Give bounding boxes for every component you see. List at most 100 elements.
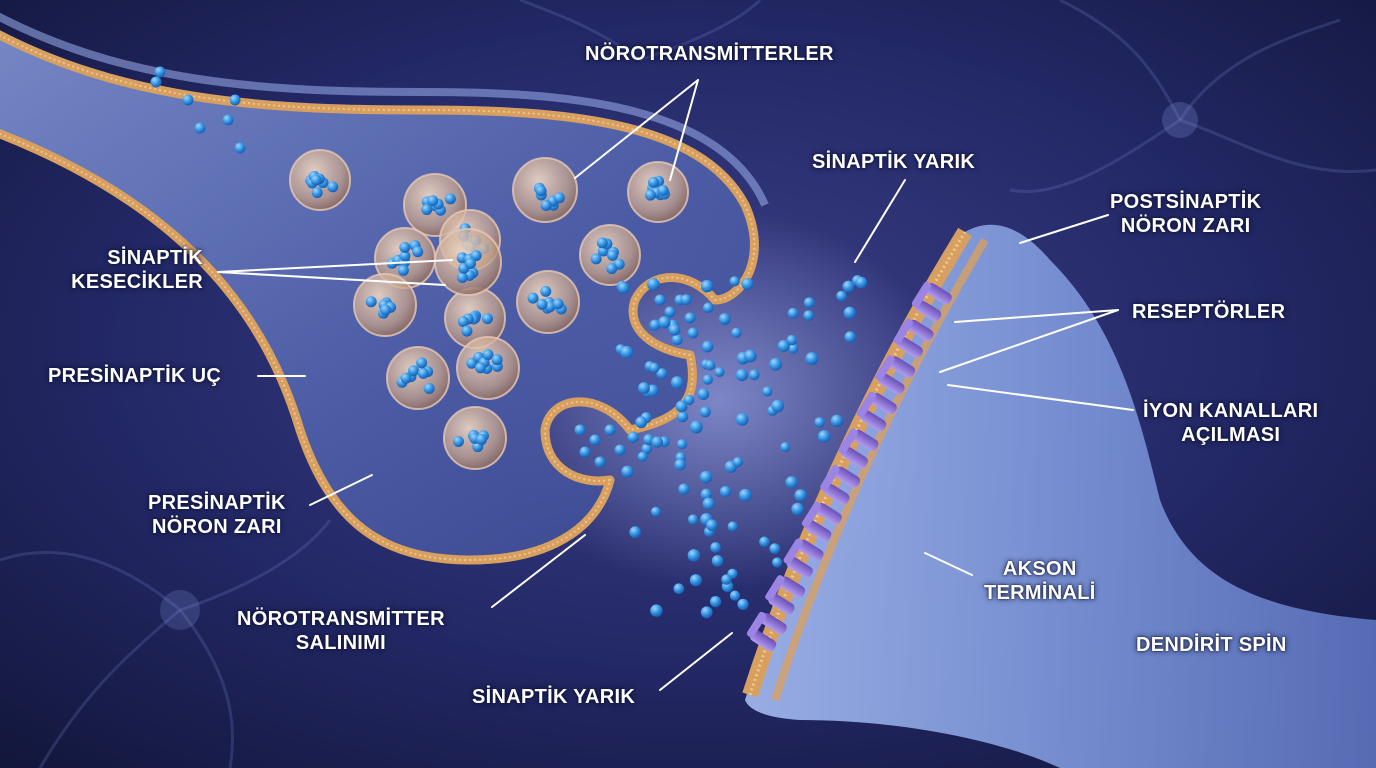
- receptor-icon: [746, 611, 787, 652]
- neurotransmitter-molecule-icon: [627, 431, 639, 444]
- neurotransmitter-molecule-icon: [786, 334, 798, 346]
- vesicle-icon: [579, 224, 641, 286]
- neurotransmitter-molecule-icon: [194, 122, 206, 134]
- receptor-icon: [765, 575, 806, 615]
- neurotransmitter-molecule-icon: [594, 456, 606, 468]
- vesicle-icon: [289, 149, 351, 211]
- neurotransmitter-molecule-icon: [735, 368, 749, 382]
- neurotransmitter-molecule-icon: [658, 316, 671, 329]
- neurotransmitter-molecule-icon: [735, 412, 749, 426]
- vesicle-icon: [512, 157, 578, 223]
- label-ion-channels: İYON KANALLARI AÇILMASI: [1143, 399, 1318, 447]
- neurotransmitter-molecule-icon: [637, 451, 648, 462]
- neurotransmitter-molecule-icon: [668, 324, 681, 336]
- neurotransmitter-molecule-icon: [150, 76, 162, 88]
- neurotransmitter-molecule-icon: [649, 319, 661, 331]
- label-release-line1: NÖROTRANSMİTTER: [237, 608, 445, 630]
- neurotransmitter-molecule-icon: [650, 604, 663, 617]
- label-ion-line2: AÇILMASI: [1181, 424, 1281, 446]
- neurotransmitter-molecule-icon: [772, 557, 783, 568]
- neurotransmitter-molecule-icon: [574, 424, 586, 436]
- neurotransmitter-molecule-icon: [741, 277, 754, 290]
- neurotransmitter-molecule-icon: [700, 279, 714, 293]
- label-synaptic-cleft-bottom: SİNAPTİK YARIK: [472, 686, 636, 708]
- receptor-icon: [801, 501, 842, 542]
- neurotransmitter-molecule-icon: [689, 574, 702, 587]
- receptor-icon: [783, 538, 824, 578]
- neurotransmitter-molecule-icon: [805, 352, 819, 366]
- label-postsynaptic-line1: POSTSİNAPTİK: [1110, 191, 1262, 213]
- neurotransmitter-molecule-icon: [704, 359, 716, 371]
- vesicle-icon: [516, 270, 580, 334]
- neurotransmitter-molecule-icon: [721, 574, 732, 585]
- neurotransmitter-molecule-icon: [700, 488, 712, 501]
- neurotransmitter-molecule-icon: [788, 343, 799, 354]
- neurotransmitter-molecule-icon: [714, 367, 725, 378]
- receptor-icon: [911, 281, 952, 322]
- neurotransmitter-molecule-icon: [680, 294, 692, 306]
- receptor-icon: [820, 465, 861, 505]
- receptor-icon: [856, 391, 897, 432]
- neurotransmitter-molecule-icon: [675, 400, 688, 413]
- receptor-icon: [893, 318, 934, 358]
- neurotransmitter-molecule-icon: [842, 280, 855, 293]
- neurotransmitter-molecule-icon: [844, 331, 856, 343]
- neurotransmitter-molecule-icon: [700, 606, 713, 619]
- neurotransmitter-molecule-icon: [769, 357, 783, 371]
- neurotransmitter-molecule-icon: [621, 465, 634, 478]
- neurotransmitter-molecule-icon: [650, 506, 661, 517]
- neurotransmitter-molecule-icon: [744, 349, 757, 363]
- label-postsynaptic-membrane: POSTSİNAPTİK NÖRON ZARI: [1110, 190, 1261, 238]
- neurotransmitter-molecule-icon: [649, 362, 660, 373]
- neurotransmitter-molecule-icon: [791, 502, 804, 516]
- neurotransmitter-molecule-icon: [604, 424, 616, 436]
- vesicle-icon: [353, 273, 417, 337]
- label-release-line2: SALINIMI: [295, 632, 386, 654]
- neurotransmitter-molecule-icon: [638, 382, 650, 395]
- neurotransmitter-molecule-icon: [731, 327, 742, 338]
- receptor-icon: [875, 355, 916, 395]
- neurotransmitter-molecule-icon: [222, 114, 234, 126]
- neurotransmitter-molecule-icon: [777, 339, 790, 353]
- neurotransmitter-molecule-icon: [769, 543, 781, 555]
- neurotransmitter-molecule-icon: [589, 434, 601, 446]
- neurotransmitter-molecule-icon: [771, 399, 785, 413]
- neurotransmitter-group: [150, 66, 868, 619]
- neurotransmitter-molecule-icon: [836, 290, 847, 302]
- neurotransmitter-molecule-icon: [762, 386, 773, 397]
- neurotransmitter-molecule-icon: [673, 583, 685, 595]
- neurotransmitter-molecule-icon: [671, 334, 683, 346]
- label-synaptic-cleft-top: SİNAPTİK YARIK: [812, 151, 976, 173]
- neurotransmitter-molecule-icon: [830, 414, 844, 428]
- neurotransmitter-molecule-icon: [785, 476, 798, 489]
- label-presynaptic-terminal: PRESİNAPTİK UÇ: [48, 365, 222, 387]
- neurotransmitter-molecule-icon: [787, 307, 799, 319]
- neurotransmitter-molecule-icon: [727, 521, 738, 532]
- neurotransmitter-molecule-icon: [617, 282, 630, 294]
- neurotransmitter-molecule-icon: [687, 514, 699, 525]
- label-vesicles-line1: SİNAPTİK: [107, 247, 203, 269]
- label-axon-line2: TERMİNALİ: [984, 582, 1096, 604]
- neurotransmitter-molecule-icon: [737, 598, 749, 611]
- neurotransmitter-molecule-icon: [709, 596, 722, 608]
- neurotransmitter-molecule-icon: [817, 430, 831, 443]
- neurotransmitter-molecule-icon: [705, 519, 718, 532]
- neurotransmitter-molecule-icon: [738, 488, 752, 502]
- neurotransmitter-molecule-icon: [719, 485, 732, 498]
- neurotransmitter-molecule-icon: [729, 590, 741, 601]
- receptor-icon: [838, 428, 879, 468]
- vesicle-icon: [456, 336, 520, 400]
- neurotransmitter-molecule-icon: [229, 94, 241, 106]
- neurotransmitter-molecule-icon: [718, 313, 731, 326]
- neurotransmitter-molecule-icon: [794, 489, 807, 502]
- label-receptors: RESEPTÖRLER: [1132, 301, 1286, 323]
- label-vesicles-line2: KESECİKLER: [71, 271, 203, 293]
- neurotransmitter-molecule-icon: [843, 306, 856, 320]
- neurotransmitter-molecule-icon: [732, 456, 743, 468]
- label-ion-line1: İYON KANALLARI: [1143, 400, 1319, 422]
- neurotransmitter-molecule-icon: [687, 549, 701, 562]
- neurotransmitter-molecule-icon: [748, 369, 760, 381]
